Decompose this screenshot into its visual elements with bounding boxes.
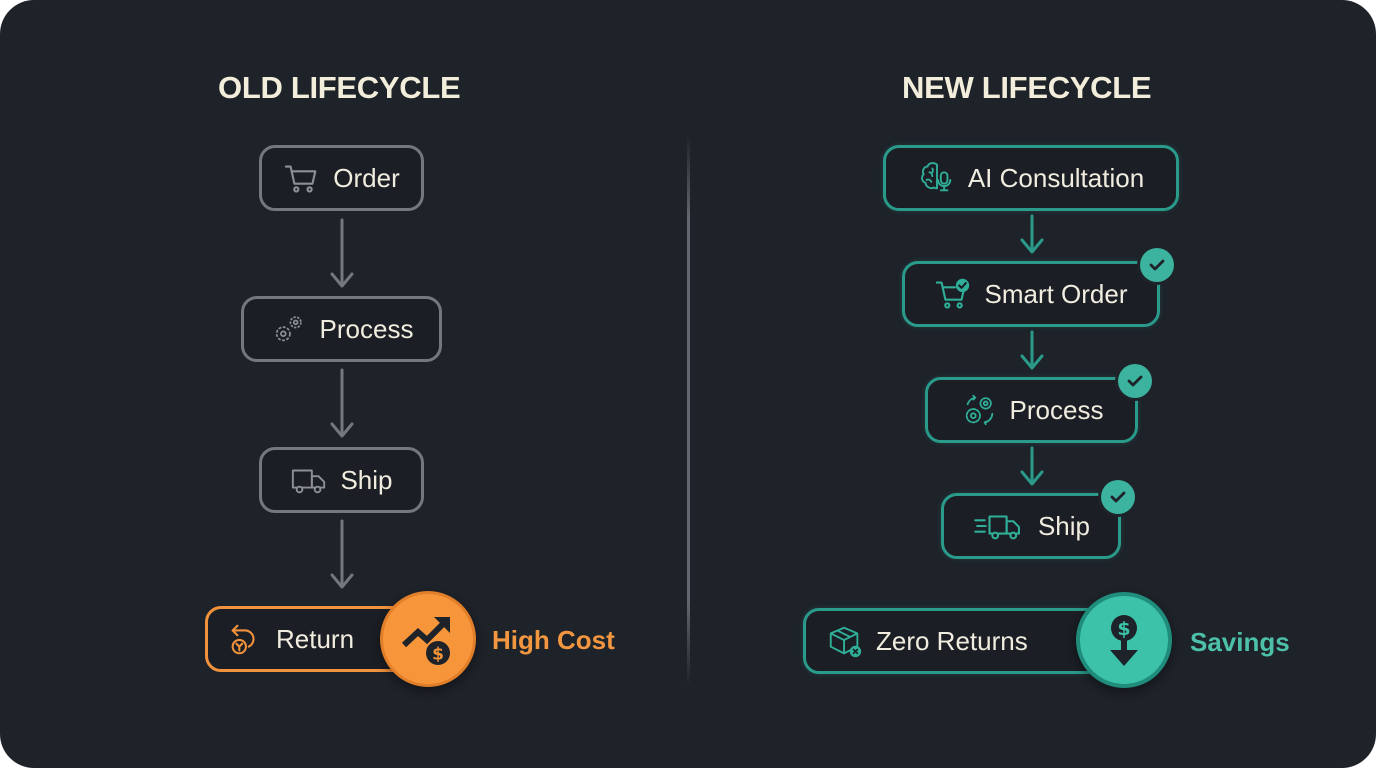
gears-icon — [270, 310, 308, 348]
new-step-ai-consultation: AI Consultation — [883, 145, 1179, 211]
check-badge-smart-order — [1140, 248, 1174, 282]
old-step-process: Process — [241, 296, 442, 362]
column-divider — [687, 135, 690, 685]
old-step-order: Order — [259, 145, 424, 211]
checkmark-icon — [1149, 259, 1165, 271]
step-label: Ship — [340, 464, 393, 495]
svg-text:$: $ — [1117, 618, 1130, 640]
savings-label: Savings — [1190, 627, 1290, 657]
step-label: Return — [276, 623, 355, 654]
new-step-zero-returns: Zero Returns — [803, 608, 1103, 674]
step-label: Process — [1009, 394, 1104, 425]
step-label: Smart Order — [984, 278, 1128, 309]
gears-cycle-icon — [960, 391, 998, 429]
high-cost-badge: $ — [380, 591, 476, 687]
savings-badge: $ — [1076, 592, 1172, 688]
box-x-icon — [826, 622, 864, 660]
check-badge-ship — [1101, 480, 1135, 514]
old-lifecycle-title: OLD LIFECYCLE — [218, 70, 461, 105]
arrow-down-icon — [1020, 330, 1044, 370]
arrow-down-icon — [330, 519, 354, 589]
truck-icon — [290, 461, 328, 499]
step-label: Ship — [1037, 510, 1091, 541]
arrow-down-icon — [1020, 214, 1044, 254]
arrow-down-icon — [330, 368, 354, 438]
new-step-smart-order: Smart Order — [902, 261, 1160, 327]
return-icon — [226, 620, 264, 658]
rising-cost-icon: $ — [401, 617, 450, 665]
cart-check-icon — [934, 275, 972, 313]
checkmark-icon — [1110, 491, 1126, 503]
new-step-process: Process — [925, 377, 1138, 443]
dollar-down-icon: $ — [1110, 615, 1138, 666]
new-step-ship: Ship — [941, 493, 1121, 559]
arrow-down-icon — [330, 218, 354, 288]
step-label: AI Consultation — [967, 162, 1145, 193]
old-step-ship: Ship — [259, 447, 424, 513]
step-label: Process — [319, 313, 414, 344]
svg-text:$: $ — [432, 645, 444, 665]
brain-mic-icon — [918, 159, 956, 197]
fast-truck-icon — [972, 507, 1026, 545]
check-badge-process — [1118, 364, 1152, 398]
arrow-down-icon — [1020, 446, 1044, 486]
high-cost-label: High Cost — [492, 625, 615, 655]
step-label: Order — [333, 162, 400, 193]
new-lifecycle-title: NEW LIFECYCLE — [902, 70, 1152, 105]
step-label: Zero Returns — [876, 625, 1028, 656]
checkmark-icon — [1127, 375, 1143, 387]
cart-icon — [283, 159, 321, 197]
